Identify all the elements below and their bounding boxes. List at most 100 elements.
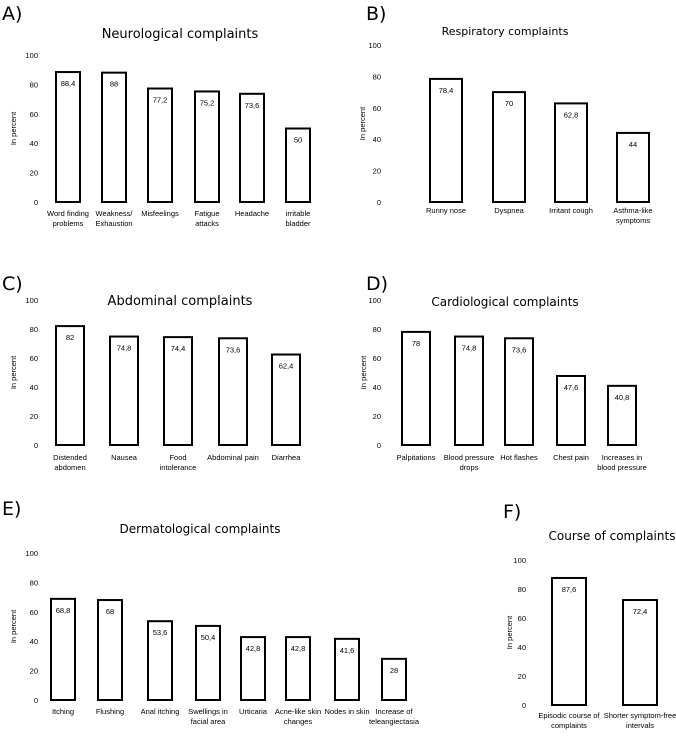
- category-label: Palpitations: [397, 453, 436, 462]
- bar-value-label: 42,8: [291, 644, 306, 653]
- bar: [334, 637, 360, 702]
- bar-value-label: 40,8: [615, 393, 630, 402]
- category-label: drops: [460, 463, 479, 472]
- bar: [551, 576, 587, 706]
- bar: [147, 620, 173, 702]
- y-tick-label: 20: [373, 167, 381, 176]
- y-tick-label: 40: [30, 383, 38, 392]
- y-tick-label: 100: [513, 556, 526, 565]
- bar-value-label: 72,4: [633, 607, 648, 616]
- y-axis-label: In percent: [9, 609, 18, 643]
- y-tick-label: 60: [30, 110, 38, 119]
- y-tick-label: 20: [30, 667, 38, 676]
- bar-value-label: 88,4: [61, 79, 76, 88]
- y-tick-label: 60: [30, 354, 38, 363]
- bar: [607, 384, 637, 446]
- bar: [50, 597, 76, 702]
- y-tick-label: 80: [30, 325, 38, 334]
- category-label: intolerance: [160, 463, 197, 472]
- y-tick-label: 0: [34, 696, 38, 705]
- y-tick-label: 40: [373, 383, 381, 392]
- category-label: Nausea: [111, 453, 138, 462]
- bar: [163, 336, 193, 446]
- category-label: changes: [284, 717, 313, 726]
- bar-value-label: 74,8: [462, 344, 477, 353]
- category-label: Diarrhea: [272, 453, 302, 462]
- bar-value-label: 68: [106, 607, 114, 616]
- bar-value-label: 47,6: [564, 383, 579, 392]
- bar: [504, 337, 534, 446]
- category-label: blood pressure: [597, 463, 647, 472]
- bar-value-label: 44: [629, 140, 637, 149]
- category-label: problems: [53, 219, 84, 228]
- bar-value-label: 78,4: [439, 86, 454, 95]
- category-label: teleangiectasia: [369, 717, 420, 726]
- y-axis-label: In percent: [505, 615, 514, 649]
- category-label: Hot flashes: [500, 453, 538, 462]
- y-tick-label: 0: [377, 441, 381, 450]
- category-label: symptoms: [616, 216, 650, 225]
- bar-value-label: 50,4: [201, 633, 216, 642]
- bar: [101, 71, 127, 203]
- y-tick-label: 40: [30, 637, 38, 646]
- panel-title: Respiratory complaints: [442, 25, 569, 38]
- bar-value-label: 28: [390, 666, 398, 675]
- category-label: Abdominal pain: [207, 453, 259, 462]
- category-label: Runny nose: [426, 206, 466, 215]
- bar: [556, 374, 586, 447]
- category-label: complaints: [551, 721, 587, 730]
- bar: [240, 636, 266, 701]
- y-tick-label: 20: [518, 672, 526, 681]
- y-axis-label: In percent: [9, 111, 18, 145]
- panel-title: Course of complaints: [549, 529, 676, 543]
- category-label: Anal itching: [141, 707, 180, 716]
- y-tick-label: 20: [30, 412, 38, 421]
- bar-value-label: 42,8: [246, 644, 261, 653]
- bar: [554, 102, 588, 203]
- bar-value-label: 74,8: [117, 344, 132, 353]
- category-label: Word finding: [47, 209, 89, 218]
- bar: [381, 657, 407, 702]
- bar: [218, 337, 248, 446]
- bar-value-label: 68,8: [56, 606, 71, 615]
- y-tick-label: 100: [368, 41, 381, 50]
- y-tick-label: 80: [373, 325, 381, 334]
- category-label: Dyspnea: [494, 206, 524, 215]
- y-axis-label: In percent: [359, 355, 368, 389]
- bar-value-label: 50: [294, 136, 302, 145]
- category-label: attacks: [195, 219, 219, 228]
- y-tick-label: 40: [373, 135, 381, 144]
- bar-value-label: 87,6: [562, 585, 577, 594]
- category-label: Irritant cough: [549, 206, 593, 215]
- category-label: intervals: [626, 721, 654, 730]
- bar: [194, 90, 220, 203]
- bar-value-label: 41,6: [340, 646, 355, 655]
- category-label: Episodic course of: [538, 711, 600, 720]
- bar: [285, 636, 311, 701]
- bar-value-label: 78: [412, 339, 420, 348]
- y-tick-label: 100: [368, 296, 381, 305]
- bar: [147, 87, 173, 203]
- bar: [109, 335, 139, 447]
- bar: [271, 353, 301, 446]
- bar-value-label: 73,6: [245, 101, 260, 110]
- y-tick-label: 80: [373, 72, 381, 81]
- category-label: Food: [169, 453, 186, 462]
- category-label: irritable: [286, 209, 311, 218]
- y-tick-label: 60: [30, 608, 38, 617]
- y-tick-label: 60: [518, 614, 526, 623]
- category-label: facial area: [191, 717, 226, 726]
- category-label: Shorter symptom-free: [604, 711, 676, 720]
- bar-value-label: 73,6: [226, 345, 241, 354]
- bar: [55, 325, 85, 447]
- category-label: Distended: [53, 453, 87, 462]
- category-label: Increases in: [602, 453, 642, 462]
- y-tick-label: 60: [373, 104, 381, 113]
- y-tick-label: 80: [30, 578, 38, 587]
- category-label: Increase of: [375, 707, 413, 716]
- y-axis-label: In percent: [358, 106, 367, 140]
- bar-value-label: 74,4: [171, 344, 186, 353]
- panel-letter: C): [2, 273, 23, 295]
- panel-title: Cardiological complaints: [431, 295, 578, 309]
